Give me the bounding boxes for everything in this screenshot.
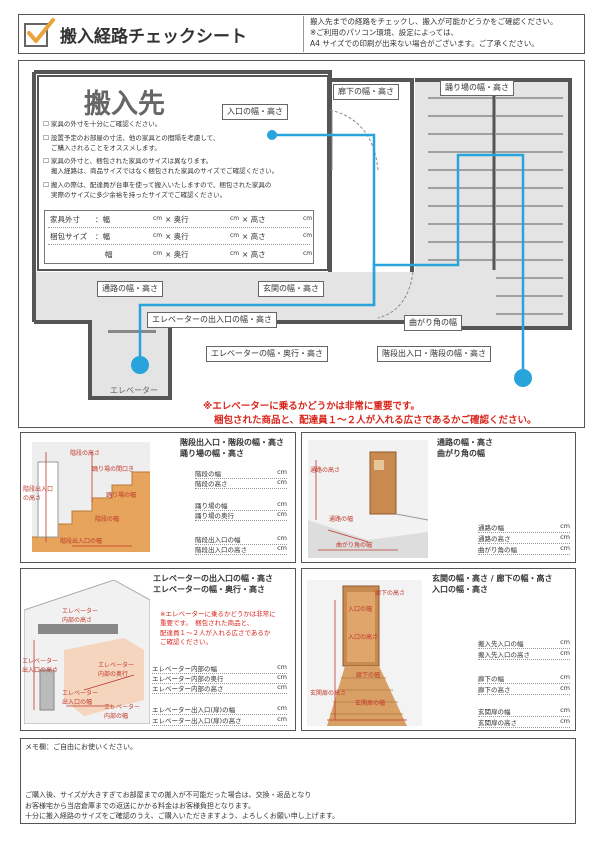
label-elev-door: エレベーターの出入口の幅・高さ	[147, 312, 277, 329]
label-corner: 曲がり角の幅	[404, 315, 462, 332]
label-genkan: 玄関の幅・高さ	[258, 281, 324, 298]
panel-passage-title: 通路の幅・高さ曲がり角の幅	[437, 438, 493, 458]
label-hallway: 廊下の幅・高さ	[333, 84, 399, 101]
dim-label: エレベーター内部の幅	[104, 704, 141, 720]
dim-label: 入口の高さ	[348, 634, 379, 641]
elevator-label: エレベーター	[110, 386, 158, 395]
panel-genkan	[301, 568, 576, 731]
check-icon	[22, 16, 56, 50]
dim-label: エレベーター出入口の幅	[62, 690, 99, 706]
header-notes: 搬入先までの経路をチェックし、搬入が可能かどうかをご確認ください。 ※ご利用のパ…	[310, 17, 558, 48]
dim-label: 入口の幅	[348, 606, 373, 613]
dim-label: 通路の高さ	[310, 467, 341, 474]
header-box	[18, 14, 585, 54]
label-landing: 踊り場の幅・高さ	[440, 80, 514, 97]
stairs-illustration	[32, 442, 150, 552]
label-stairs: 階段出入口・階段の幅・高さ	[377, 346, 491, 363]
genkan-illustration	[307, 580, 422, 726]
elevator-illustration	[23, 579, 151, 725]
dim-label: 階段出入口の高さ	[23, 486, 54, 502]
destination-title: 搬入先	[84, 89, 165, 120]
size-table: 家具外寸 ：幅 cm × 奥行 cm × 高さ cm 梱包サイズ ：幅 cm ×…	[44, 210, 314, 264]
dim-label: 階段の高さ	[70, 450, 101, 457]
dim-label: エレベーター内部の高さ	[62, 608, 99, 624]
dim-label: 玄関扉の高さ	[310, 690, 347, 697]
page-title: 搬入経路チェックシート	[60, 27, 247, 47]
warning-line1: ※エレベーターに乗るかどうかは非常に重要です。	[203, 401, 420, 412]
dim-label: 通路の幅	[329, 516, 354, 523]
panel-stairs-title: 階段出入口・階段の幅・高さ踊り場の幅・高さ	[180, 438, 284, 458]
memo-box	[20, 738, 576, 824]
dim-label: 踊り場の幅	[106, 492, 137, 499]
dim-label: 廊下の高さ	[375, 590, 406, 597]
passage-illustration	[308, 440, 429, 558]
check-item: ☐ 設置予定のお部屋の寸法、他の家具との間隔を考慮して、	[43, 133, 220, 142]
panel-elevator-title: エレベーターの出入口の幅・高さエレベーターの幅・奥行・高さ	[153, 574, 273, 594]
dim-label: エレベーター内部の奥行	[98, 662, 135, 678]
dim-label: 廊下の幅	[356, 672, 381, 679]
floor-plan-frame	[18, 60, 585, 428]
panel-elevator	[20, 568, 296, 731]
check-item: ☐ 家具の外寸を十分にご確認ください。	[43, 120, 162, 128]
dim-label: 階段出入口の幅	[60, 538, 103, 545]
check-item: ☐ 家具の外寸と、梱包された家具のサイズは異なります。	[43, 157, 213, 166]
dim-label: エレベーター出入口の高さ	[22, 658, 59, 674]
dim-label: 踊り場の間口き	[92, 466, 135, 473]
label-entrance: 入口の幅・高さ	[222, 104, 288, 121]
label-passage: 通路の幅・高さ	[97, 281, 163, 298]
dim-label: 階段の幅	[95, 516, 120, 523]
dim-label: 玄関扉の幅	[355, 700, 386, 707]
warning-line2: 梱包された商品と、配達員１～２人が入れる広さであるかご確認ください。	[214, 415, 537, 426]
dim-label: 曲がり角の幅	[336, 542, 373, 549]
memo-footer: ご購入後、サイズが大きすぎてお部屋までの搬入が不可能だった場合は、交換・返品とな…	[25, 791, 340, 820]
panel-stairs	[20, 432, 296, 563]
panel-genkan-title: 玄関の幅・高さ / 廊下の幅・高さ入口の幅・高さ	[432, 574, 553, 594]
label-elev-size: エレベーターの幅・奥行・高さ	[206, 346, 328, 363]
panel-passage	[301, 432, 576, 563]
destination-checks: ☐ 家具の外寸を十分にご確認ください。 ☐ 設置予定のお部屋の寸法、他の家具との…	[43, 120, 279, 199]
check-item: ☐ 搬入の際は、配達員が台車を使って搬入いたしますので、梱包された家具の	[43, 180, 272, 189]
memo-label: メモ欄：ご自由にお使いください。	[25, 743, 137, 751]
header-divider	[303, 16, 304, 52]
elevator-note: ※エレベーターに乗るかどうかは非常に 重要です。 梱包された商品と、 配達員１～…	[160, 610, 276, 647]
